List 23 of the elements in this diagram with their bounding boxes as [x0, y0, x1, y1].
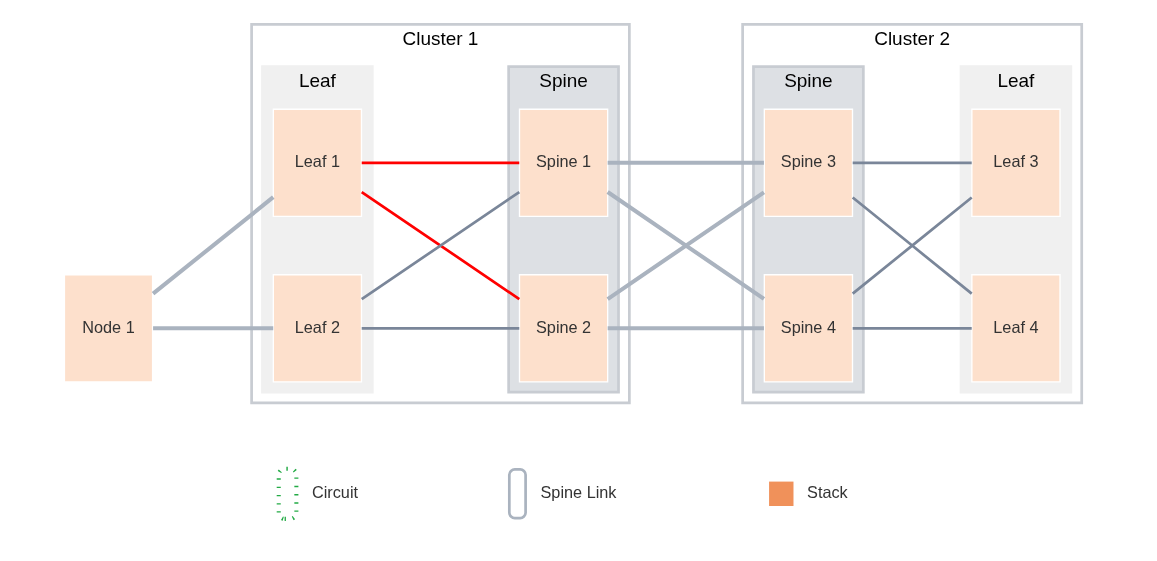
node-box: Leaf 3 — [971, 108, 1061, 218]
legend-label: Circuit — [311, 483, 359, 501]
connector — [852, 161, 972, 165]
connector — [607, 326, 764, 331]
node-box: Node 1 — [63, 274, 154, 383]
connector — [852, 326, 972, 330]
node-box: Spine 4 — [763, 274, 854, 383]
connector — [151, 195, 275, 296]
node-box: Spine 1 — [518, 108, 609, 218]
node-box: Leaf 2 — [272, 274, 363, 383]
connector — [607, 160, 764, 165]
connector — [361, 161, 520, 165]
node-box: Leaf 1 — [272, 108, 363, 218]
connector — [361, 326, 520, 330]
legend-label: Spine Link — [540, 483, 617, 501]
node-box: Leaf 4 — [971, 274, 1061, 383]
connector — [153, 326, 274, 331]
connector — [360, 190, 521, 301]
connector — [606, 190, 766, 301]
connector — [851, 196, 973, 295]
legend-label: Stack — [807, 483, 848, 501]
node-box: Spine 2 — [518, 274, 609, 383]
node-box: Spine 3 — [763, 108, 854, 218]
